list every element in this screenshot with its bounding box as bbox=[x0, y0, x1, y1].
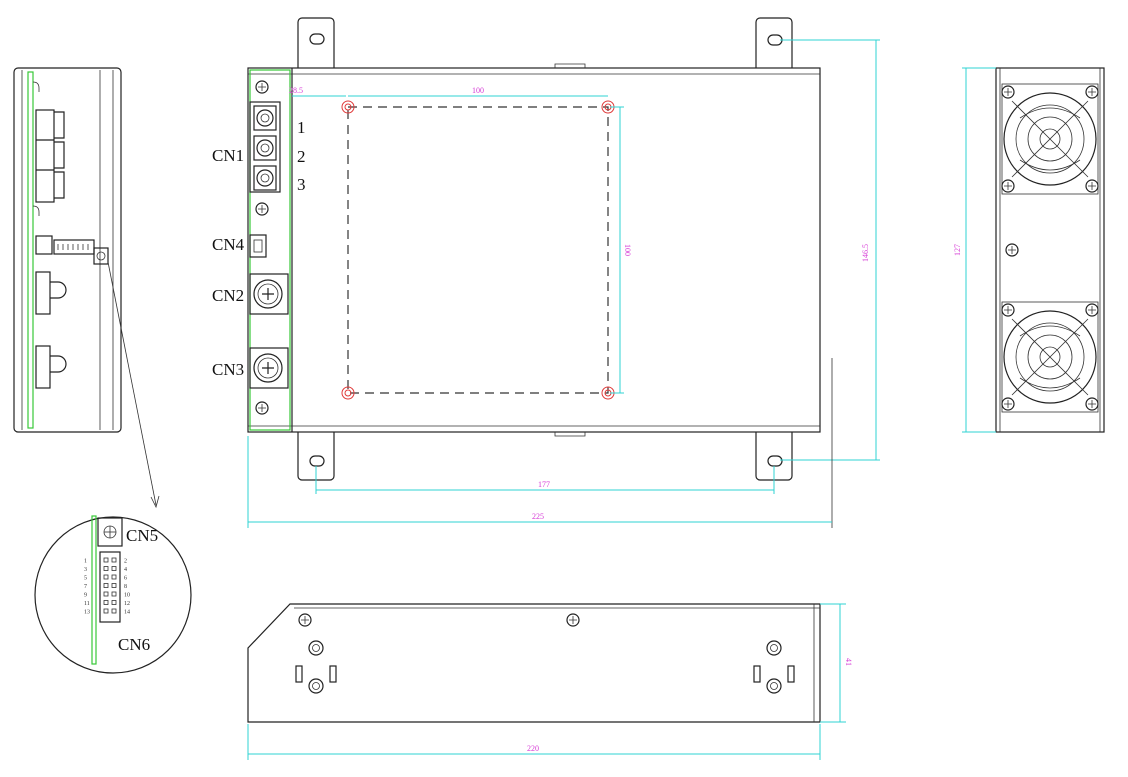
fan-side-view: 127 bbox=[953, 67, 1105, 433]
dim-hole-span-y: 100 bbox=[623, 244, 632, 256]
cn3-label: CN3 bbox=[212, 360, 244, 379]
header-pin bbox=[103, 574, 109, 580]
pin-number-left: 9 bbox=[84, 593, 87, 599]
pin-number-left: 11 bbox=[84, 601, 90, 607]
dim-length: 225 bbox=[532, 512, 544, 521]
dim-offset: 28.5 bbox=[289, 86, 303, 95]
terminal-number-2: 2 bbox=[297, 147, 306, 166]
header-pin bbox=[111, 574, 117, 580]
pin-number-right: 8 bbox=[124, 584, 127, 590]
header-pin bbox=[103, 591, 109, 597]
pin-number-right: 10 bbox=[124, 593, 130, 599]
header-pin bbox=[103, 557, 109, 563]
header-pin bbox=[111, 608, 117, 614]
header-pin bbox=[111, 557, 117, 563]
cn5-label: CN5 bbox=[126, 526, 158, 545]
header-pin bbox=[103, 608, 109, 614]
header-pin bbox=[111, 566, 117, 571]
cn4-label: CN4 bbox=[212, 235, 245, 254]
pin-number-left: 7 bbox=[84, 584, 87, 590]
header-pin bbox=[103, 583, 109, 588]
cn2-label: CN2 bbox=[212, 286, 244, 305]
dim-fan-height: 127 bbox=[953, 244, 962, 256]
pin-number-left: 3 bbox=[84, 567, 87, 573]
header-pin bbox=[103, 600, 109, 605]
cn6-label: CN6 bbox=[118, 635, 150, 654]
header-pin bbox=[111, 591, 117, 597]
left-side-view bbox=[13, 67, 160, 509]
pin-number-left: 1 bbox=[84, 559, 87, 565]
pin-number-left: 5 bbox=[84, 576, 87, 582]
terminal-number-1: 1 bbox=[297, 118, 306, 137]
header-pin bbox=[103, 566, 109, 571]
pin-number-right: 2 bbox=[124, 559, 127, 565]
header-pin bbox=[111, 600, 117, 605]
bottom-view: 41 220 bbox=[247, 603, 853, 760]
terminal-number-3: 3 bbox=[297, 175, 306, 194]
pin-number-left: 13 bbox=[84, 610, 90, 616]
pin-number-right: 14 bbox=[124, 610, 130, 616]
pin-number-right: 12 bbox=[124, 601, 130, 607]
dim-bottom-height: 41 bbox=[844, 658, 853, 666]
cn1-label: CN1 bbox=[212, 146, 244, 165]
dim-height: 146.5 bbox=[861, 244, 870, 262]
pin-number-right: 4 bbox=[124, 567, 127, 573]
header-pin bbox=[111, 583, 117, 588]
pin-number-right: 6 bbox=[124, 576, 127, 582]
dim-bottom-length: 220 bbox=[527, 744, 539, 753]
dim-hole-span-x: 100 bbox=[472, 86, 484, 95]
front-view: CN1 CN4 CN2 CN3 1 2 3 28.5 100 bbox=[212, 17, 880, 528]
dim-hole-pitch: 177 bbox=[538, 480, 550, 489]
